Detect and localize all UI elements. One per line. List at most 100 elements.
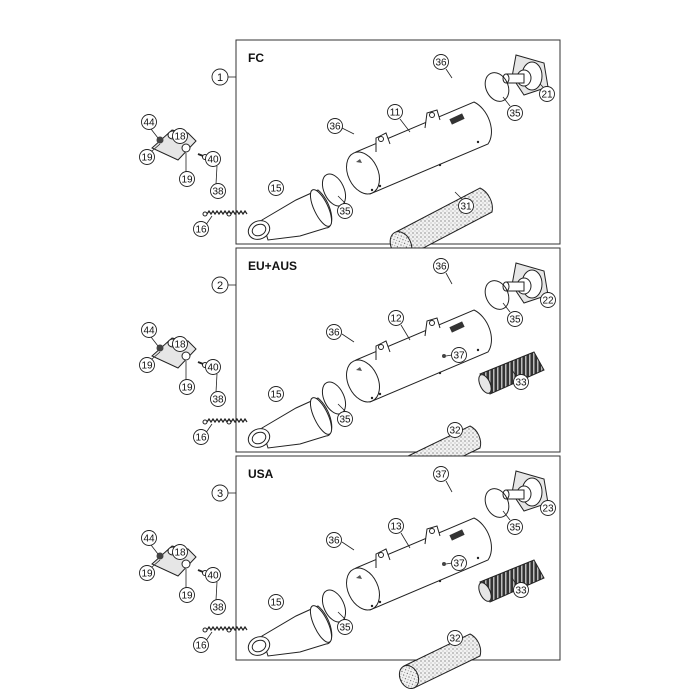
mounting-hardware: 44 18 19 19 40 38 16 xyxy=(139,530,248,653)
callout-number: 11 xyxy=(390,108,401,119)
callout-number: 23 xyxy=(542,504,554,515)
part-callout: 40 xyxy=(205,151,221,167)
part-callout: 18 xyxy=(172,544,188,560)
part-callout: 15 xyxy=(268,386,284,402)
part-callout: 16 xyxy=(193,429,209,445)
silencer-body xyxy=(355,309,492,403)
silencer-assembly: 37 13 23 36 35 37 33 15 35 32 xyxy=(247,466,556,690)
callout-number: 40 xyxy=(207,155,219,166)
callout-number: 15 xyxy=(270,390,282,401)
part-callout: 13 xyxy=(388,518,404,534)
part-callout: 23 xyxy=(540,500,556,516)
callout-number: 32 xyxy=(449,634,461,645)
part-callout: 19 xyxy=(139,357,155,373)
callout-number: 35 xyxy=(339,415,351,426)
callout-number: 35 xyxy=(339,623,351,634)
part-callout: 19 xyxy=(139,149,155,165)
part-callout: 15 xyxy=(268,594,284,610)
part-callout: 19 xyxy=(179,379,195,395)
callout-number: 38 xyxy=(212,603,224,614)
callout-number: 16 xyxy=(195,641,207,652)
mounting-hardware: 44 18 19 19 40 38 16 xyxy=(139,322,248,445)
callout-number: 44 xyxy=(143,326,155,337)
part-callout: 35 xyxy=(507,311,523,327)
callout-number: 19 xyxy=(181,175,193,186)
panel-number: 1 xyxy=(211,68,229,86)
part-callout: 44 xyxy=(141,114,157,130)
part-callout: 33 xyxy=(513,582,529,598)
callout-number: 36 xyxy=(328,328,340,339)
panel-title: FC xyxy=(248,51,264,65)
callout-number: 40 xyxy=(207,363,219,374)
part-callout: 12 xyxy=(388,310,404,326)
part-callout: 16 xyxy=(193,221,209,237)
silencer-body xyxy=(355,101,492,195)
callout-number: 40 xyxy=(207,571,219,582)
callout-number: 38 xyxy=(212,395,224,406)
callout-number: 22 xyxy=(542,296,554,307)
callout-number: 16 xyxy=(195,225,207,236)
panel-number-text: 2 xyxy=(217,280,223,292)
part-callout: 22 xyxy=(540,292,556,308)
part-callout: 21 xyxy=(539,86,555,102)
part-callout: 32 xyxy=(447,422,463,438)
part-callout: 33 xyxy=(513,374,529,390)
callout-number: 36 xyxy=(329,122,341,133)
callout-number: 44 xyxy=(143,534,155,545)
panel-number: 2 xyxy=(211,276,229,294)
part-callout: 16 xyxy=(193,637,209,653)
callout-number: 19 xyxy=(141,361,153,372)
part-callout: 44 xyxy=(141,530,157,546)
callout-number: 44 xyxy=(143,118,155,129)
callout-number: 33 xyxy=(515,586,527,597)
packing-insert xyxy=(403,633,482,689)
callout-number: 38 xyxy=(212,187,224,198)
part-callout: 38 xyxy=(210,391,226,407)
panel-title: EU+AUS xyxy=(248,259,297,273)
gasket-ring xyxy=(484,280,510,310)
part-callout: 38 xyxy=(210,599,226,615)
part-callout: 18 xyxy=(172,128,188,144)
gasket-ring xyxy=(484,488,510,518)
part-callout: 18 xyxy=(172,336,188,352)
callout-number: 37 xyxy=(453,559,465,570)
gasket-ring xyxy=(484,72,510,102)
callout-number: 19 xyxy=(181,591,193,602)
callout-number: 15 xyxy=(270,598,282,609)
callout-number: 35 xyxy=(509,315,521,326)
part-callout: 40 xyxy=(205,359,221,375)
silencer-assembly: 36 12 22 36 35 37 33 15 35 32 xyxy=(247,258,556,482)
callout-number: 19 xyxy=(181,383,193,394)
callout-number: 19 xyxy=(141,153,153,164)
part-callout: 36 xyxy=(326,532,342,548)
callout-number: 15 xyxy=(270,184,282,195)
part-callout: 36 xyxy=(433,54,449,70)
part-callout: 40 xyxy=(205,567,221,583)
callout-number: 35 xyxy=(509,523,521,534)
callout-number: 18 xyxy=(174,340,186,351)
callout-number: 19 xyxy=(141,569,153,580)
part-callout: 44 xyxy=(141,322,157,338)
part-callout: 31 xyxy=(458,198,474,214)
part-callout: 35 xyxy=(337,619,353,635)
callout-number: 13 xyxy=(390,522,402,533)
part-callout: 35 xyxy=(507,105,523,121)
silencer-body xyxy=(355,517,492,611)
part-callout: 36 xyxy=(433,258,449,274)
part-callout: 37 xyxy=(451,347,467,363)
callout-number: 12 xyxy=(390,314,402,325)
part-callout: 35 xyxy=(507,519,523,535)
part-callout: 15 xyxy=(268,180,284,196)
part-callout: 38 xyxy=(210,183,226,199)
panel-number: 3 xyxy=(211,484,229,502)
callout-number: 33 xyxy=(515,378,527,389)
callout-number: 35 xyxy=(509,109,521,120)
part-callout: 19 xyxy=(179,171,195,187)
callout-number: 32 xyxy=(449,426,461,437)
callout-number: 36 xyxy=(435,58,447,69)
part-callout: 37 xyxy=(433,466,449,482)
